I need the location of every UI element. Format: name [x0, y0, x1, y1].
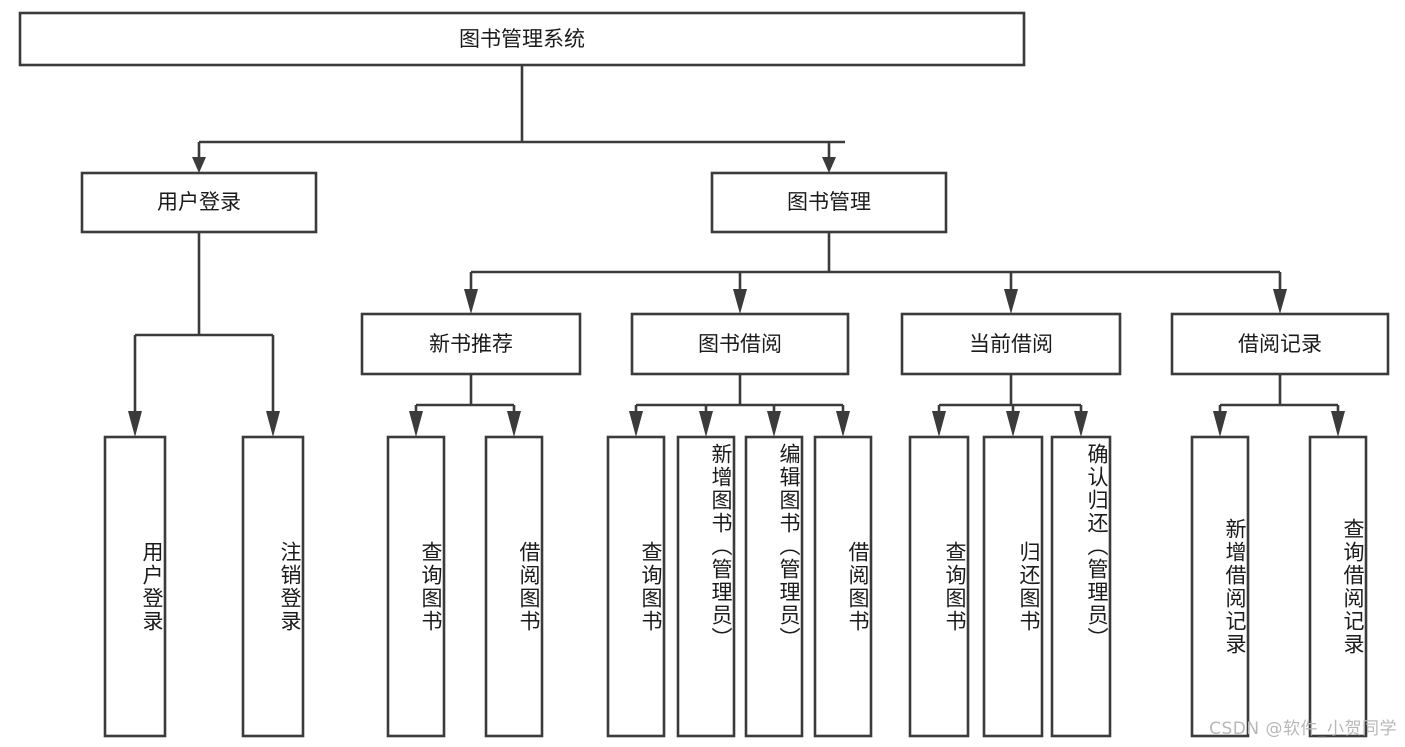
node-box-leaf-borrow-book-1[interactable] — [484, 435, 544, 738]
node-label-borrow-record: 借阅记录 — [1238, 332, 1322, 356]
arrowhead-leaf-query-book-3 — [932, 411, 946, 437]
arrowhead-leaf-return-book — [1006, 411, 1020, 437]
node-box-leaf-query-book-3[interactable] — [908, 435, 970, 738]
arrowhead-leaf-logout — [266, 411, 280, 437]
arrowhead-leaf-query-record — [1331, 411, 1345, 437]
node-box-leaf-logout[interactable] — [241, 435, 305, 738]
arrowhead-leaf-add-book — [699, 411, 713, 437]
node-label-book-manage: 图书管理 — [787, 190, 871, 214]
arrowhead-new-book-rec — [464, 289, 478, 314]
node-box-leaf-edit-book[interactable] — [744, 435, 804, 738]
node-box-user-login[interactable] — [80, 171, 318, 234]
arrowhead-leaf-query-book-2 — [629, 411, 643, 437]
arrowhead-leaf-confirm-return — [1074, 411, 1088, 437]
arrowhead-borrow-record — [1273, 289, 1287, 314]
node-box-leaf-borrow-book-2[interactable] — [813, 435, 873, 738]
arrowhead-leaf-add-record — [1213, 411, 1227, 437]
node-label-user-login: 用户登录 — [157, 190, 241, 214]
node-layer: 图书管理系统 用户登录 图书管理 新书推荐 图书借阅 当前借阅 借阅记录 — [18, 11, 1390, 738]
arrowhead-current-borrow — [1004, 289, 1018, 314]
node-box-leaf-add-book[interactable] — [676, 435, 736, 738]
node-box-new-book-rec[interactable] — [360, 312, 582, 376]
node-label-book-borrow: 图书借阅 — [698, 332, 782, 356]
node-box-leaf-query-record[interactable] — [1308, 435, 1368, 738]
node-box-book-borrow[interactable] — [630, 312, 850, 376]
node-box-root[interactable] — [18, 11, 1026, 67]
node-box-book-manage[interactable] — [710, 171, 948, 234]
arrowhead-user-login — [192, 157, 206, 173]
arrowhead-leaf-borrow-book-2 — [836, 411, 850, 437]
arrowhead-book-borrow — [733, 289, 747, 314]
node-box-current-borrow[interactable] — [900, 312, 1122, 376]
arrowhead-leaf-edit-book — [767, 411, 781, 437]
node-box-leaf-confirm-return[interactable] — [1050, 435, 1112, 738]
node-box-leaf-return-book[interactable] — [982, 435, 1044, 738]
arrowhead-leaf-user-login — [128, 411, 142, 437]
arrowhead-book-manage — [822, 157, 836, 173]
connector-layer — [128, 65, 1345, 437]
node-box-leaf-query-book-1[interactable] — [386, 435, 446, 738]
node-box-leaf-add-record[interactable] — [1190, 435, 1250, 738]
node-box-leaf-query-book-2[interactable] — [606, 435, 666, 738]
arrowhead-leaf-borrow-book-1 — [507, 411, 521, 437]
node-label-current-borrow: 当前借阅 — [969, 332, 1053, 356]
node-label-new-book-rec: 新书推荐 — [429, 332, 513, 356]
csdn-watermark: CSDN @软件_小贺同学 — [1209, 719, 1397, 739]
node-box-leaf-user-login[interactable] — [103, 435, 167, 738]
arrowhead-leaf-query-book-1 — [409, 411, 423, 437]
node-box-borrow-record[interactable] — [1170, 312, 1390, 376]
node-label-root: 图书管理系统 — [459, 27, 585, 51]
